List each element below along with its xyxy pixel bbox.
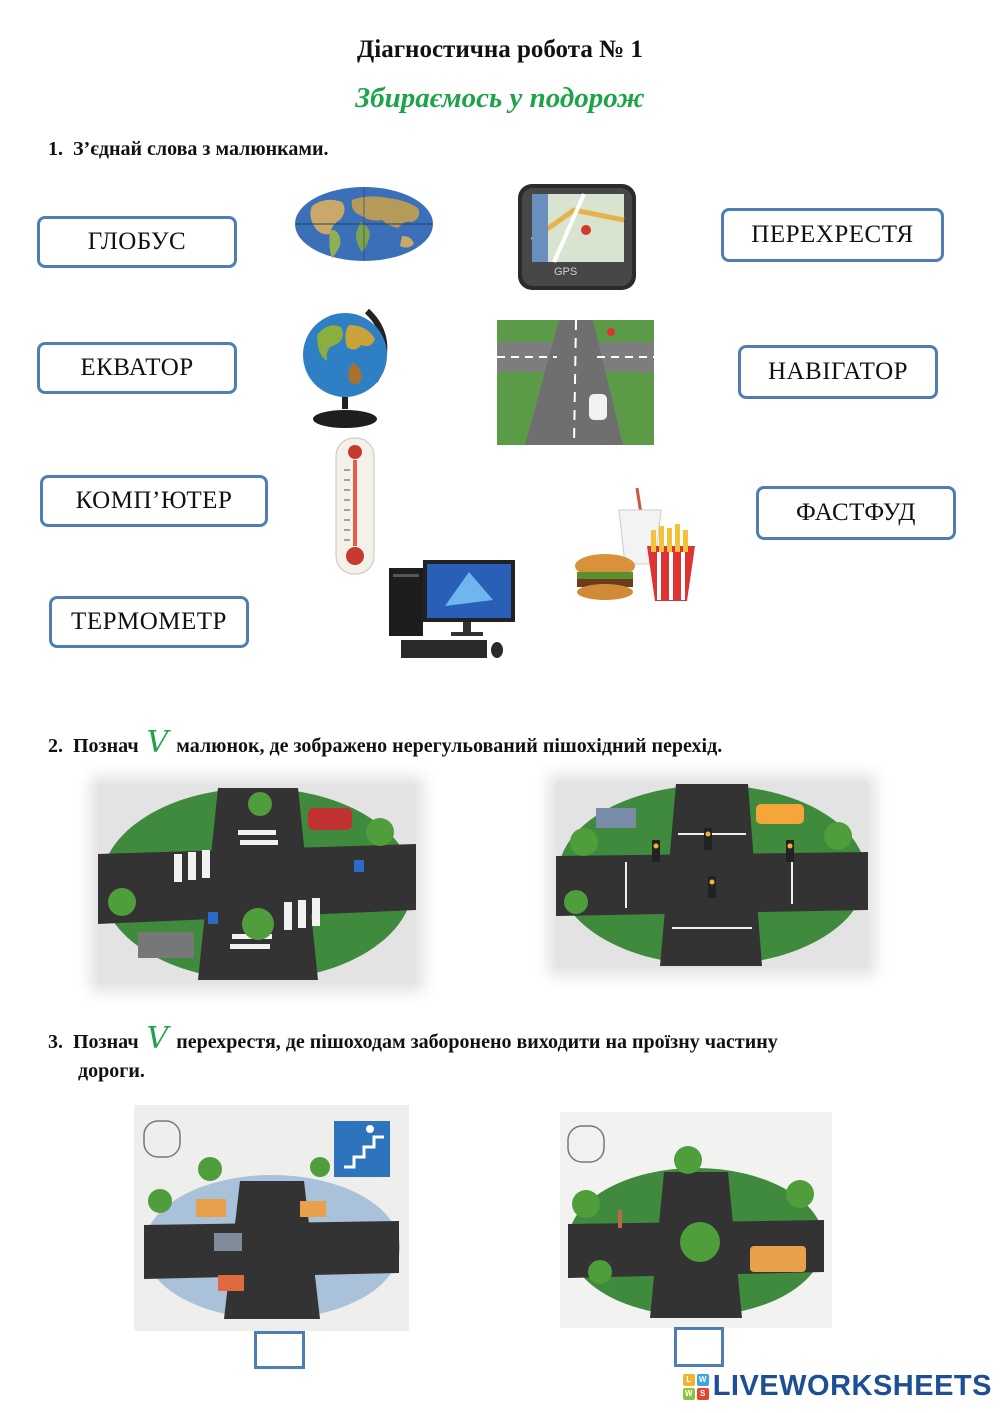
word-box-kompyuter[interactable]: КОМП’ЮТЕР: [40, 475, 268, 527]
gps-label: GPS: [554, 266, 578, 278]
crossroad-image[interactable]: [497, 320, 654, 445]
crossing-scene-unregulated[interactable]: [98, 784, 416, 984]
globe-image[interactable]: [297, 305, 397, 433]
task-1-number: 1.: [48, 138, 63, 160]
answer-checkbox-2[interactable]: [674, 1327, 724, 1367]
liveworksheets-logo-icon: L W W S: [682, 1373, 709, 1400]
word-box-termometr[interactable]: ТЕРМОМЕТР: [49, 596, 249, 648]
task-3-number: 3.: [48, 1031, 63, 1053]
task-3-line-2: дороги.: [78, 1060, 145, 1082]
task-3-text-before: Познач: [73, 1031, 139, 1053]
checkmark-v-icon: V: [146, 725, 169, 760]
page-subtitle: Збираємось у подорож: [355, 82, 645, 114]
world-map-image[interactable]: [294, 186, 434, 262]
gps-navigator-image[interactable]: GPS: [514, 180, 640, 294]
task-3-text-after: перехрестя, де пішоходам заборонено вихо…: [176, 1031, 778, 1053]
thermometer-image[interactable]: [332, 436, 378, 576]
task-2-text-after: малюнок, де зображено нерегульований піш…: [176, 735, 723, 757]
task-2-text-before: Познач: [73, 735, 139, 757]
intersection-scene-underpass[interactable]: [134, 1105, 409, 1331]
answer-checkbox-1[interactable]: [254, 1331, 305, 1369]
liveworksheets-logo[interactable]: L W W S LIVEWORKSHEETS: [682, 1370, 992, 1403]
task-1-text: З’єднай слова з малюнками.: [73, 138, 329, 160]
page-title: Діагностична робота № 1: [357, 36, 643, 63]
word-box-globus[interactable]: ГЛОБУС: [37, 216, 237, 268]
crossing-scene-regulated[interactable]: [556, 782, 868, 968]
task-1-heading: 1. З’єднай слова з малюнками.: [48, 134, 329, 164]
task-2-number: 2.: [48, 735, 63, 757]
word-box-perekhrestya[interactable]: ПЕРЕХРЕСТЯ: [721, 208, 944, 262]
computer-image[interactable]: [385, 556, 520, 666]
word-box-navigator[interactable]: НАВІГАТОР: [738, 345, 938, 399]
liveworksheets-logo-text: LIVEWORKSHEETS: [712, 1370, 992, 1402]
intersection-scene-pedestrian[interactable]: [560, 1112, 832, 1328]
word-box-fastfud[interactable]: ФАСТФУД: [756, 486, 956, 540]
checkmark-v-icon: V: [146, 1021, 169, 1056]
word-box-ekvator[interactable]: ЕКВАТОР: [37, 342, 237, 394]
fastfood-image[interactable]: [573, 486, 701, 611]
